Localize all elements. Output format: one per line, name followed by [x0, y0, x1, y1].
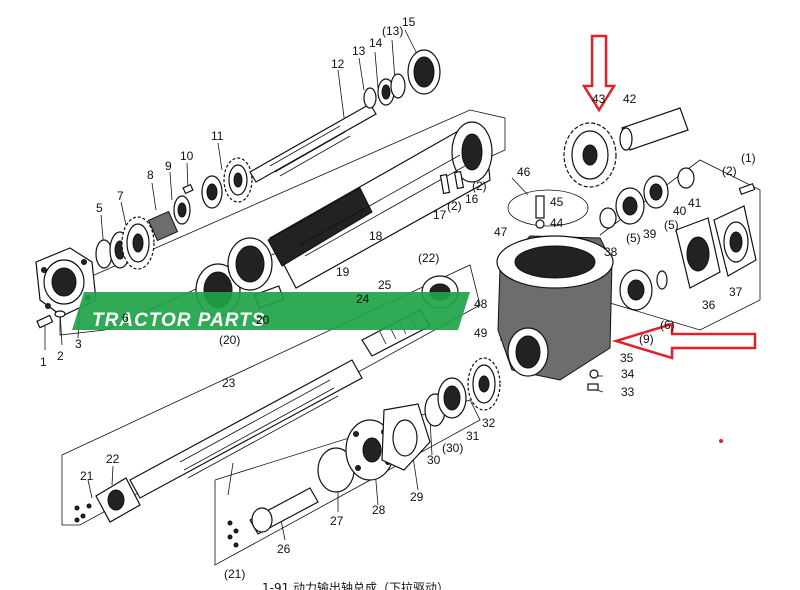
label-31: 31 — [466, 429, 480, 443]
label-19: 19 — [336, 265, 350, 279]
label-13: 13 — [352, 44, 366, 58]
gasket-part-29 — [381, 403, 431, 471]
red-arrow-left — [611, 322, 757, 360]
label-9p: (9) — [639, 332, 654, 346]
label-9: 9 — [165, 159, 172, 173]
label-46: 46 — [517, 165, 531, 179]
label-5p-b: (5) — [664, 218, 679, 232]
label-5: 5 — [96, 201, 103, 215]
label-45: 45 — [550, 195, 564, 209]
label-30: 30 — [427, 453, 441, 467]
shaft-part-26 — [227, 487, 319, 548]
label-2: 2 — [57, 349, 64, 363]
label-2p-a: (2) — [472, 179, 487, 193]
gear-part-43 — [563, 122, 617, 188]
label-20: 20 — [256, 313, 270, 327]
bolts-part-16-17 — [439, 170, 465, 195]
label-22: 22 — [106, 452, 120, 466]
label-48: 48 — [474, 297, 488, 311]
label-2p-c: (2) — [722, 164, 737, 178]
diagram-caption: 1-91 动力输出轴总成（下拉驱动） — [262, 580, 449, 590]
flange-part-28 — [345, 419, 395, 481]
bearing-part-9 — [619, 269, 668, 311]
label-41: 41 — [688, 196, 702, 210]
coupling-part-22-lower — [74, 477, 141, 523]
label-32: 32 — [482, 416, 496, 430]
label-3: 3 — [75, 337, 82, 351]
flange-part-36 — [675, 217, 721, 289]
part-number-labels: 1 2 3 5 6 7 8 9 10 11 12 13 14 (13) 15 (… — [40, 15, 756, 581]
label-35: 35 — [620, 351, 634, 365]
bearings-part-30-31 — [424, 377, 467, 427]
label-1: 1 — [40, 355, 47, 369]
label-47: 47 — [494, 225, 508, 239]
shaft-part-23 — [129, 359, 363, 499]
label-38: 38 — [604, 245, 618, 259]
label-39: 39 — [643, 227, 657, 241]
label-6: 6 — [122, 311, 129, 325]
label-28: 28 — [372, 503, 386, 517]
tube-part-18 — [267, 121, 493, 289]
watermark-text: TRACTOR PARTS — [92, 310, 265, 331]
bearing-parts-8-10 — [147, 183, 194, 242]
label-21: 21 — [80, 469, 94, 483]
gear-part-11 — [201, 157, 253, 209]
label-25: 25 — [378, 278, 392, 292]
label-17: 17 — [433, 208, 447, 222]
shaft-part-42 — [619, 107, 689, 151]
red-arrow-down — [581, 34, 617, 113]
label-29: 29 — [410, 490, 424, 504]
label-14: 14 — [369, 36, 383, 50]
label-21p: (21) — [224, 567, 245, 581]
label-33: 33 — [621, 385, 635, 399]
label-2p-b: (2) — [447, 199, 462, 213]
label-26: 26 — [277, 542, 291, 556]
label-18: 18 — [369, 229, 383, 243]
label-43: 43 — [592, 92, 606, 106]
bearing-parts-13-15 — [363, 49, 441, 109]
label-20p: (20) — [219, 333, 240, 347]
label-10: 10 — [180, 149, 194, 163]
label-6p: (6) — [660, 318, 675, 332]
label-5p: (5) — [626, 231, 641, 245]
gear-part-32 — [467, 357, 501, 411]
shaft-part-12 — [249, 103, 377, 183]
label-44: 44 — [550, 216, 564, 230]
label-49: 49 — [474, 326, 488, 340]
housing-part-35 — [496, 235, 614, 381]
flange-cap-part-3 — [35, 247, 97, 329]
gear-part-7 — [95, 216, 155, 270]
label-13p: (13) — [382, 24, 403, 38]
label-24: 24 — [356, 292, 370, 306]
bolt-parts-33-34 — [587, 369, 599, 391]
label-7: 7 — [117, 189, 124, 203]
watermark-band: TRACTOR PARTS — [72, 292, 470, 331]
label-27: 27 — [330, 514, 344, 528]
label-23: 23 — [222, 376, 236, 390]
label-36: 36 — [702, 298, 716, 312]
cover-parts-44-46 — [507, 189, 589, 229]
label-34: 34 — [621, 367, 635, 381]
label-40: 40 — [673, 204, 687, 218]
cover-part-37 — [713, 183, 757, 277]
label-12: 12 — [331, 57, 345, 71]
red-dot — [719, 439, 723, 443]
label-22p: (22) — [418, 251, 439, 265]
label-15: 15 — [402, 15, 416, 29]
label-1p: (1) — [741, 151, 756, 165]
label-11: 11 — [211, 129, 224, 143]
label-37: 37 — [729, 285, 743, 299]
label-30p: (30) — [442, 441, 463, 455]
label-8: 8 — [147, 168, 154, 182]
bearings-parts-38-41 — [599, 167, 695, 229]
label-16: 16 — [465, 192, 479, 206]
label-42: 42 — [623, 92, 637, 106]
